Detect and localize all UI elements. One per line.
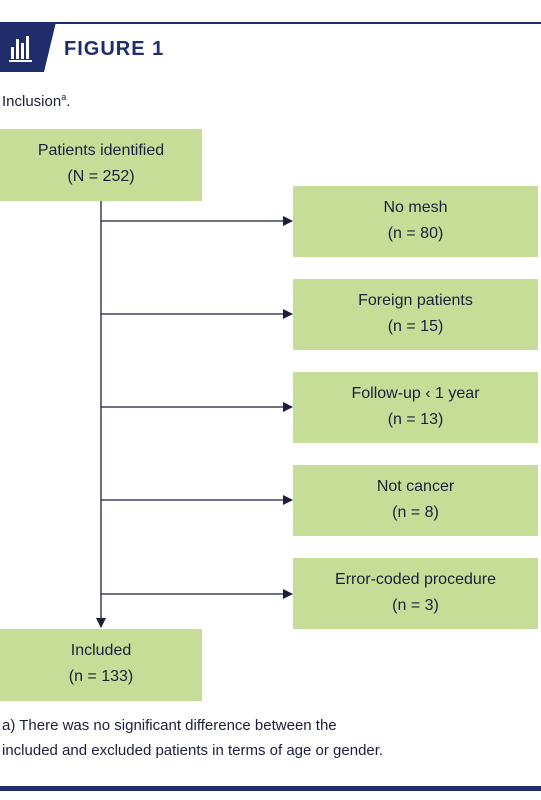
exclusion-box-error-coded: Error-coded procedure (n = 3) xyxy=(293,558,538,629)
header-rule xyxy=(54,22,541,24)
footnote-line-2: included and excluded patients in terms … xyxy=(2,742,384,759)
exclusion-box-not-cancer: Not cancer (n = 8) xyxy=(293,465,538,536)
exclusion-label: Follow-up ‹ 1 year xyxy=(351,384,480,402)
exclusion-count: (n = 13) xyxy=(387,410,444,428)
bar-chart-icon xyxy=(0,22,56,72)
exclusion-label: Not cancer xyxy=(376,477,455,495)
start-box: Patients identified (N = 252) xyxy=(0,129,202,201)
figure-title: FIGURE 1 xyxy=(64,38,165,60)
start-count: (N = 252) xyxy=(67,168,135,185)
exclusion-label: Foreign patients xyxy=(358,291,473,309)
exclusion-count: (n = 3) xyxy=(392,596,439,614)
exclusion-label: Error-coded procedure xyxy=(335,570,496,588)
exclusion-box-no-mesh: No mesh (n = 80) xyxy=(293,186,538,257)
footnote-line-1: a) There was no significant difference b… xyxy=(2,717,337,734)
exclusion-label: No mesh xyxy=(383,198,448,216)
footer-rule xyxy=(0,786,541,791)
footnote: a) There was no significant difference b… xyxy=(2,713,482,763)
exclusion-count: (n = 8) xyxy=(392,503,439,521)
exclusion-count: (n = 80) xyxy=(387,224,444,242)
exclusion-box-follow-up: Follow-up ‹ 1 year (n = 13) xyxy=(293,372,538,443)
figure-caption: Inclusiona. xyxy=(2,92,71,110)
caption-text: Inclusion xyxy=(2,93,62,110)
exclusion-count: (n = 15) xyxy=(387,317,444,335)
included-label: Included xyxy=(70,642,132,659)
exclusion-box-foreign-patients: Foreign patients (n = 15) xyxy=(293,279,538,350)
included-count: (n = 133) xyxy=(68,668,134,685)
caption-footnote-marker: a xyxy=(61,92,67,102)
included-box: Included (n = 133) xyxy=(0,629,202,701)
start-label: Patients identified xyxy=(37,142,165,159)
